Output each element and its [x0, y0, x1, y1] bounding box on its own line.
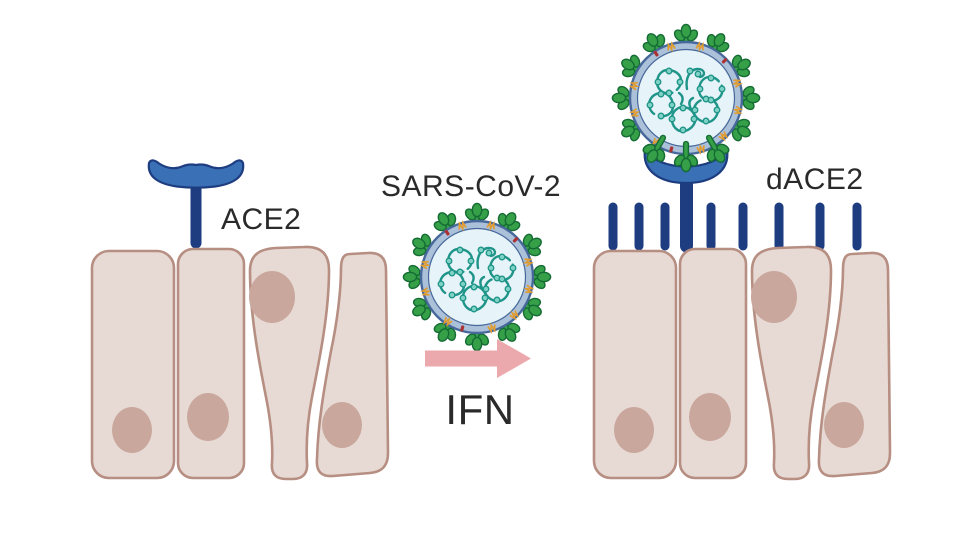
- dace2-short-receptor-icons: [608, 202, 862, 251]
- sars-cov-2-virus-icon: [403, 203, 550, 350]
- ifn-arrow-icon: [425, 339, 531, 378]
- sars-cov-2-label: SARS-CoV-2: [381, 170, 561, 203]
- panel-untreated: ACE2: [90, 159, 390, 481]
- ace2-receptor-icon: [147, 159, 245, 189]
- epithelial-cells-left: [90, 245, 390, 481]
- panel-ifn-treated: dACE2: [592, 24, 892, 481]
- ace2-label: ACE2: [221, 203, 301, 236]
- ifn-label: IFN: [445, 386, 514, 433]
- dace2-label: dACE2: [766, 163, 864, 196]
- epithelial-cells-right: [592, 245, 892, 481]
- panel-middle: SARS-CoV-2 IFN: [381, 170, 561, 433]
